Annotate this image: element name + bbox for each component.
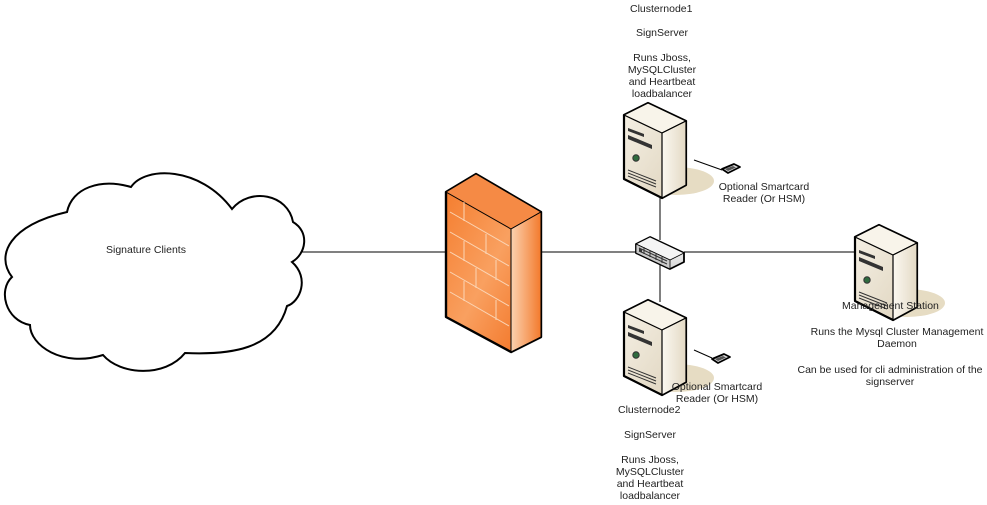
clusternode2-description: Runs Jboss, MySQLCluster and Heartbeat l… — [615, 454, 685, 502]
description-line: MySQLCluster — [615, 466, 685, 478]
clusternode1-description: Runs Jboss, MySQLCluster and Heartbeat l… — [627, 52, 697, 100]
description-line: and Heartbeat — [628, 76, 696, 88]
link-node2-reader — [693, 349, 713, 359]
cloud-shape — [3, 172, 306, 372]
link-node1-reader — [693, 159, 723, 171]
reader-line: Optional Smartcard — [671, 381, 763, 393]
cli-line: signserver — [865, 376, 915, 388]
description-line: Runs the Mysql Cluster Management — [810, 326, 984, 338]
reader-line: Optional Smartcard — [718, 181, 810, 193]
firewall-icon — [444, 172, 543, 354]
description-line: Runs Jboss, — [633, 52, 691, 64]
clusternode2-reader-label: Optional Smartcard Reader (Or HSM) — [669, 381, 765, 405]
reader-line: Reader (Or HSM) — [675, 393, 759, 405]
management-description: Runs the Mysql Cluster Management Daemon — [810, 326, 984, 350]
clusternode1-reader-label: Optional Smartcard Reader (Or HSM) — [716, 181, 812, 205]
switch-icon — [635, 236, 685, 270]
description-line: Runs Jboss, — [621, 454, 679, 466]
cli-line: Can be used for cli administration of th… — [797, 364, 983, 376]
description-line: and Heartbeat — [616, 478, 684, 490]
clusternode1-role: SignServer — [636, 27, 688, 39]
description-line: Daemon — [877, 338, 917, 350]
cloud-label: Signature Clients — [106, 244, 186, 256]
clusternode2-role: SignServer — [624, 429, 676, 441]
description-line: loadbalancer — [631, 88, 693, 100]
clusternode1-smartcard-reader-icon — [721, 163, 741, 174]
management-cli-note: Can be used for cli administration of th… — [794, 364, 986, 388]
clusternode2-name: Clusternode2 — [618, 404, 681, 416]
description-line: MySQLCluster — [627, 64, 697, 76]
management-name: Management Station — [842, 300, 939, 312]
reader-line: Reader (Or HSM) — [722, 193, 806, 205]
clusternode1-server-icon — [622, 101, 716, 200]
clusternode2-smartcard-reader-icon — [711, 353, 731, 364]
description-line: loadbalancer — [619, 490, 681, 502]
clusternode1-name: Clusternode1 — [630, 3, 693, 15]
